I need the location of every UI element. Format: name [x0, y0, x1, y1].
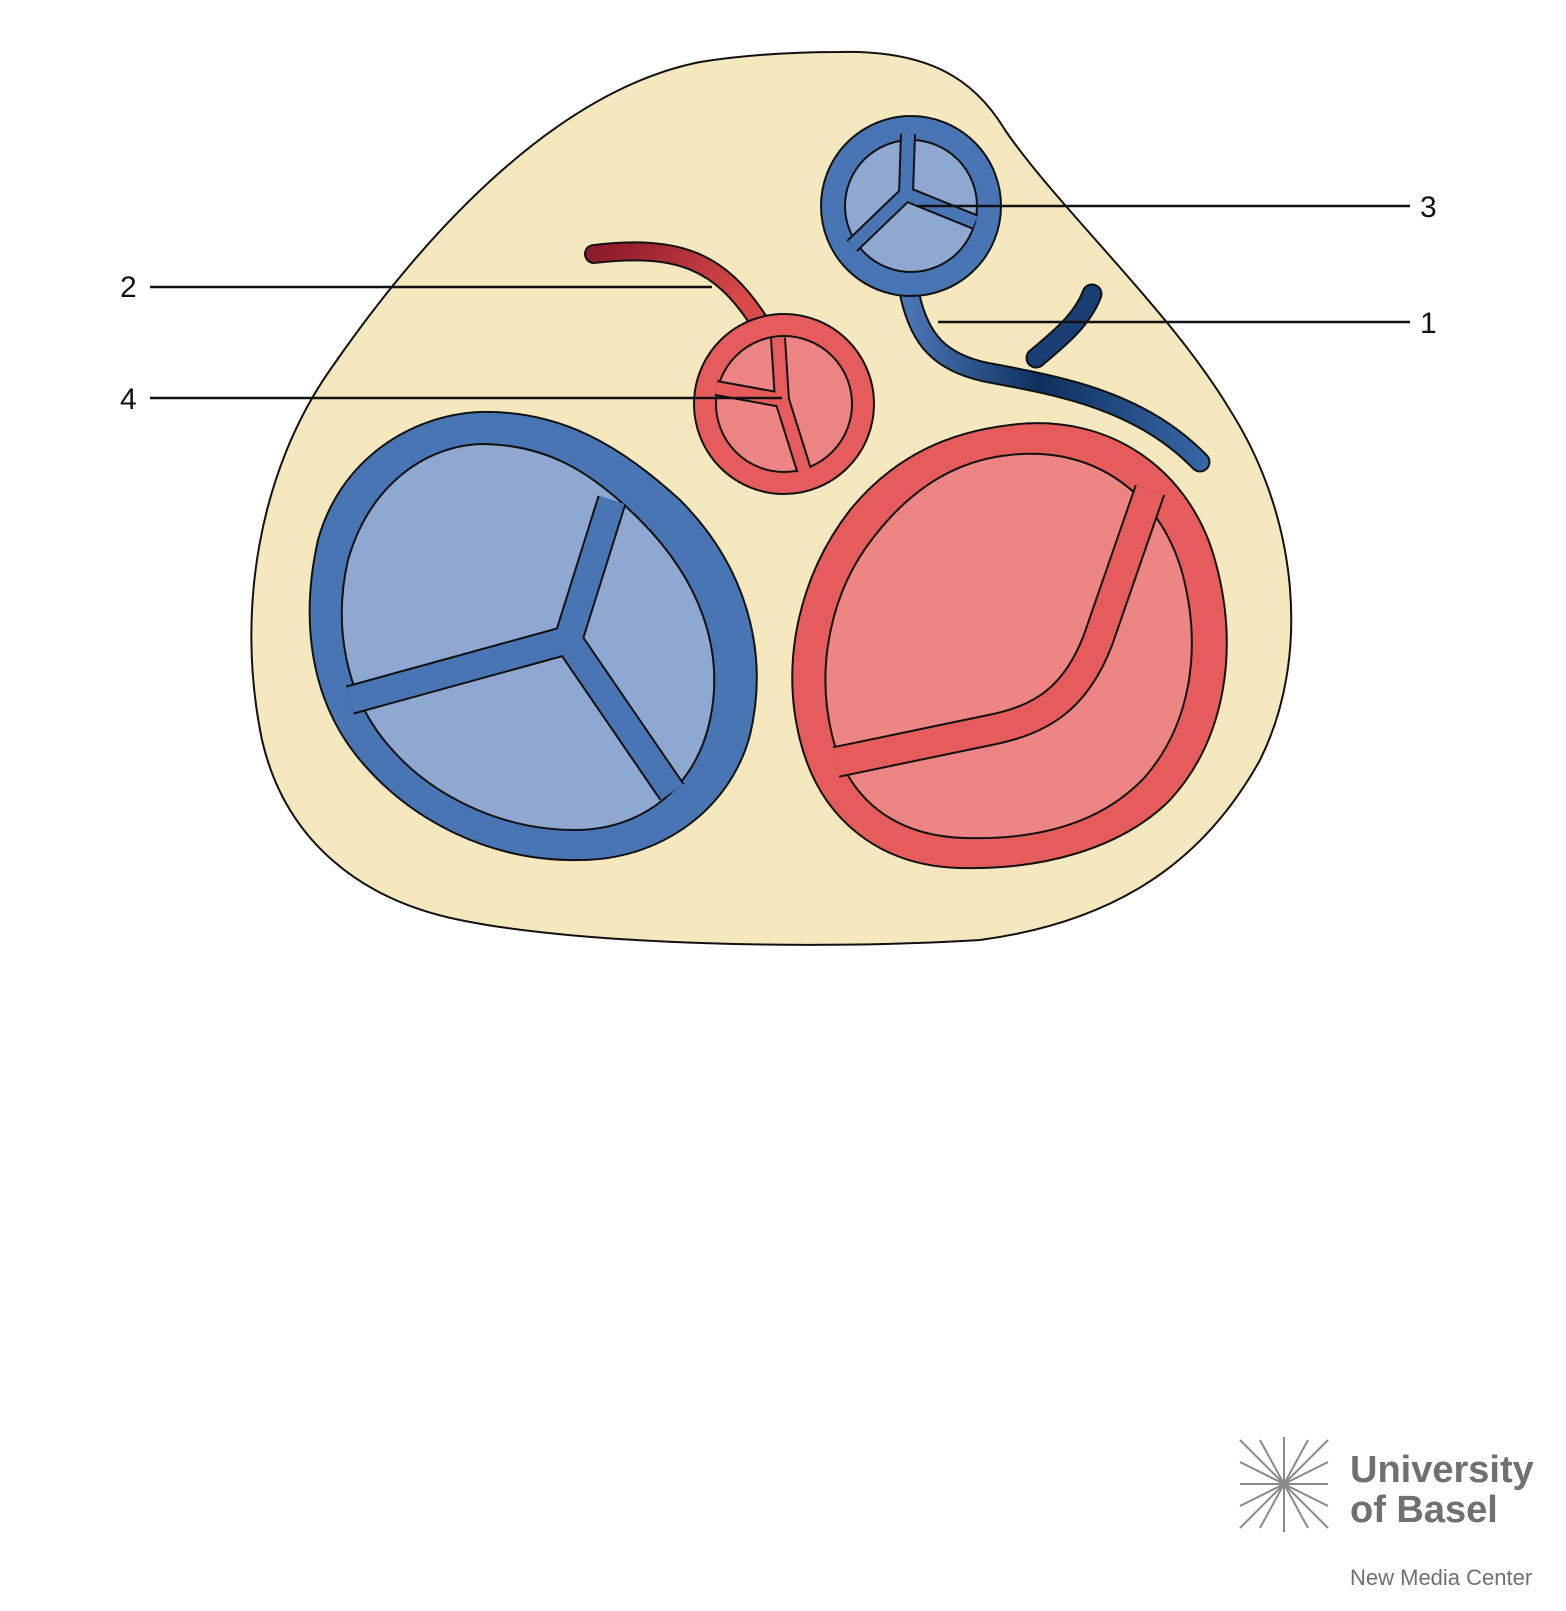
leader-lines [150, 204, 1410, 400]
university-logo: University of Basel New Media Center [1239, 1437, 1534, 1590]
label-3: 3 [1420, 191, 1437, 224]
logo-line-2: of Basel [1350, 1489, 1498, 1531]
mitral-valve [791, 422, 1228, 870]
aortic-valve-small [693, 313, 875, 495]
tricuspid-valve [308, 410, 758, 862]
logo-line-1: University [1350, 1449, 1534, 1491]
logo-subtitle: New Media Center [1350, 1565, 1532, 1590]
label-1: 1 [1420, 307, 1437, 340]
pulmonary-valve-small [820, 115, 1002, 297]
label-4: 4 [120, 383, 137, 416]
logo-star-icon [1239, 1437, 1329, 1532]
label-2: 2 [120, 271, 137, 304]
